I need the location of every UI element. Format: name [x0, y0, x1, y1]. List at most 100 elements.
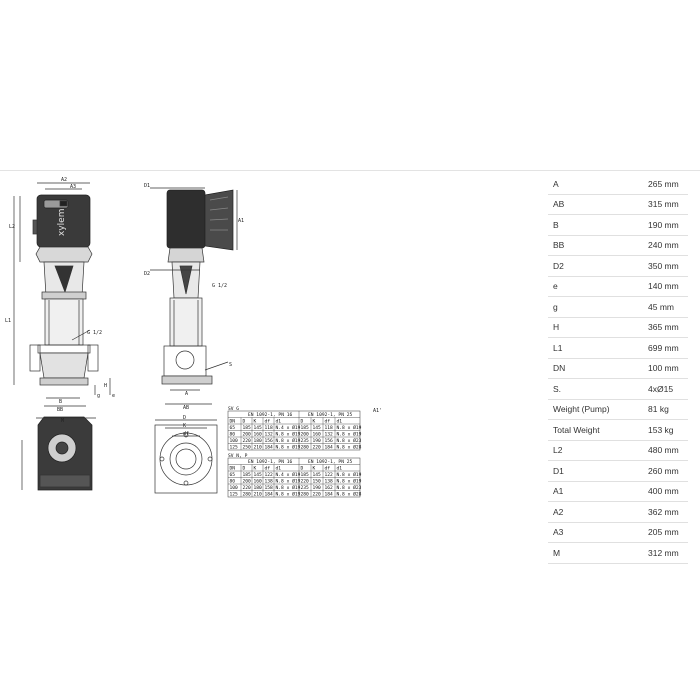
label-a2: A2: [61, 177, 67, 183]
flange-cell: N.8 x Ø19: [276, 437, 301, 444]
flange-cell: 220: [313, 492, 322, 498]
flange-cell: N.4 x Ø19: [276, 471, 301, 478]
flange-cell: N.8 x Ø19: [276, 491, 301, 498]
flange-col-header: df: [265, 419, 271, 425]
flange-cell: 132: [325, 432, 334, 438]
spec-value: 350 mm: [648, 255, 688, 277]
label-d2: D2: [144, 271, 150, 277]
spec-label: AB: [548, 194, 648, 215]
flange-cell: 190: [313, 438, 322, 444]
flange-cell: 185: [301, 425, 310, 431]
flange-cell: 162: [325, 485, 334, 491]
label-a1prime: A1': [373, 408, 382, 414]
flange-cell: 185: [243, 425, 252, 431]
flange-cell: 125: [230, 492, 239, 498]
flange-cell: 200: [243, 479, 252, 485]
flange-cell: 125: [230, 445, 239, 451]
flange-cell: N.8 x Ø28: [337, 491, 362, 498]
spec-label: DN: [548, 358, 648, 379]
flange-cell: 80: [230, 432, 236, 438]
spec-label: D2: [548, 255, 648, 277]
label-df: df: [183, 431, 189, 437]
flange-group-pn16: EN 1092-1, PN 16: [248, 412, 292, 418]
flange-cell: 145: [313, 472, 322, 478]
flange-group-pn16: EN 1092-1, PN 16: [248, 459, 292, 465]
pump-dimension-drawing: xylem A2 A3 L2 L1 G 1/2 B BB H g e D1 D2…: [5, 177, 382, 498]
spec-value: 365 mm: [648, 317, 688, 338]
flange-group-pn25: EN 1092-1, PN 25: [308, 459, 352, 465]
flange-cell: N.8 x Ø19: [337, 471, 362, 478]
flange-cell: 160: [313, 432, 322, 438]
spec-value: 265 mm: [648, 174, 688, 195]
spec-label: D1: [548, 460, 648, 482]
flange-col-header: DN: [230, 466, 236, 472]
flange-cell: 156: [325, 438, 334, 444]
flange-cell: 100: [230, 438, 239, 444]
flange-table-title: SV G: [228, 406, 239, 412]
flange-col-header: D: [243, 466, 246, 472]
flange-cell: 65: [230, 472, 236, 478]
flange-cell: 190: [313, 485, 322, 491]
spec-value: 45 mm: [648, 296, 688, 318]
spec-label: M: [548, 542, 648, 564]
flange-cell: 184: [325, 445, 334, 451]
flange-col-header: df: [325, 419, 331, 425]
flange-col-header: K: [254, 466, 257, 472]
front-view: [13, 182, 111, 407]
flange-cell: 184: [265, 445, 274, 451]
label-d1: D1: [144, 183, 150, 189]
spec-value: 312 mm: [648, 542, 688, 564]
flange-col-header: K: [254, 419, 257, 425]
flange-cell: 180: [254, 485, 263, 491]
flange-cell: 100: [230, 485, 239, 491]
flange-cell: 145: [254, 472, 263, 478]
flange-cell: 184: [265, 492, 274, 498]
flange-cell: N.8 x Ø23: [337, 437, 362, 444]
flange-cell: N.8 x Ø19: [337, 431, 362, 438]
flange-col-header: df: [265, 466, 271, 472]
spec-value: 205 mm: [648, 522, 688, 543]
flange-cell: 280: [301, 492, 310, 498]
brand-logo: xylem: [57, 209, 67, 236]
flange-cell: 122: [325, 472, 334, 478]
flange-col-header: d1: [276, 466, 282, 472]
label-d: D: [183, 415, 186, 421]
top-divider: [0, 170, 700, 171]
spec-value: 153 kg: [648, 419, 688, 441]
flange-cell: 156: [265, 438, 274, 444]
spec-row: S.4xØ15: [548, 378, 688, 400]
flange-col-header: D: [301, 419, 304, 425]
spec-label: L2: [548, 440, 648, 461]
flange-cell: 180: [254, 438, 263, 444]
flange-cell: 160: [254, 479, 263, 485]
flange-col-header: K: [313, 466, 316, 472]
flange-col-header: d1: [337, 419, 343, 425]
flange-cell: 150: [313, 479, 322, 485]
flange-cell: 220: [313, 445, 322, 451]
label-a1: A1: [238, 218, 244, 224]
label-e: e: [112, 393, 115, 399]
label-b: B: [59, 399, 62, 405]
flange-col-header: DN: [230, 419, 236, 425]
spec-value: 362 mm: [648, 501, 688, 523]
flange-col-header: d1: [276, 419, 282, 425]
flange-cell: 118: [325, 425, 334, 431]
flange-col-header: df: [325, 466, 331, 472]
flange-cell: N.8 x Ø19: [276, 431, 301, 438]
spec-label: Total Weight: [548, 419, 648, 441]
spec-label: e: [548, 276, 648, 297]
spec-value: 400 mm: [648, 481, 688, 502]
flange-cell: 138: [265, 479, 274, 485]
flange-cell: 80: [230, 479, 236, 485]
spec-value: 260 mm: [648, 460, 688, 482]
flange-cell: 184: [325, 492, 334, 498]
